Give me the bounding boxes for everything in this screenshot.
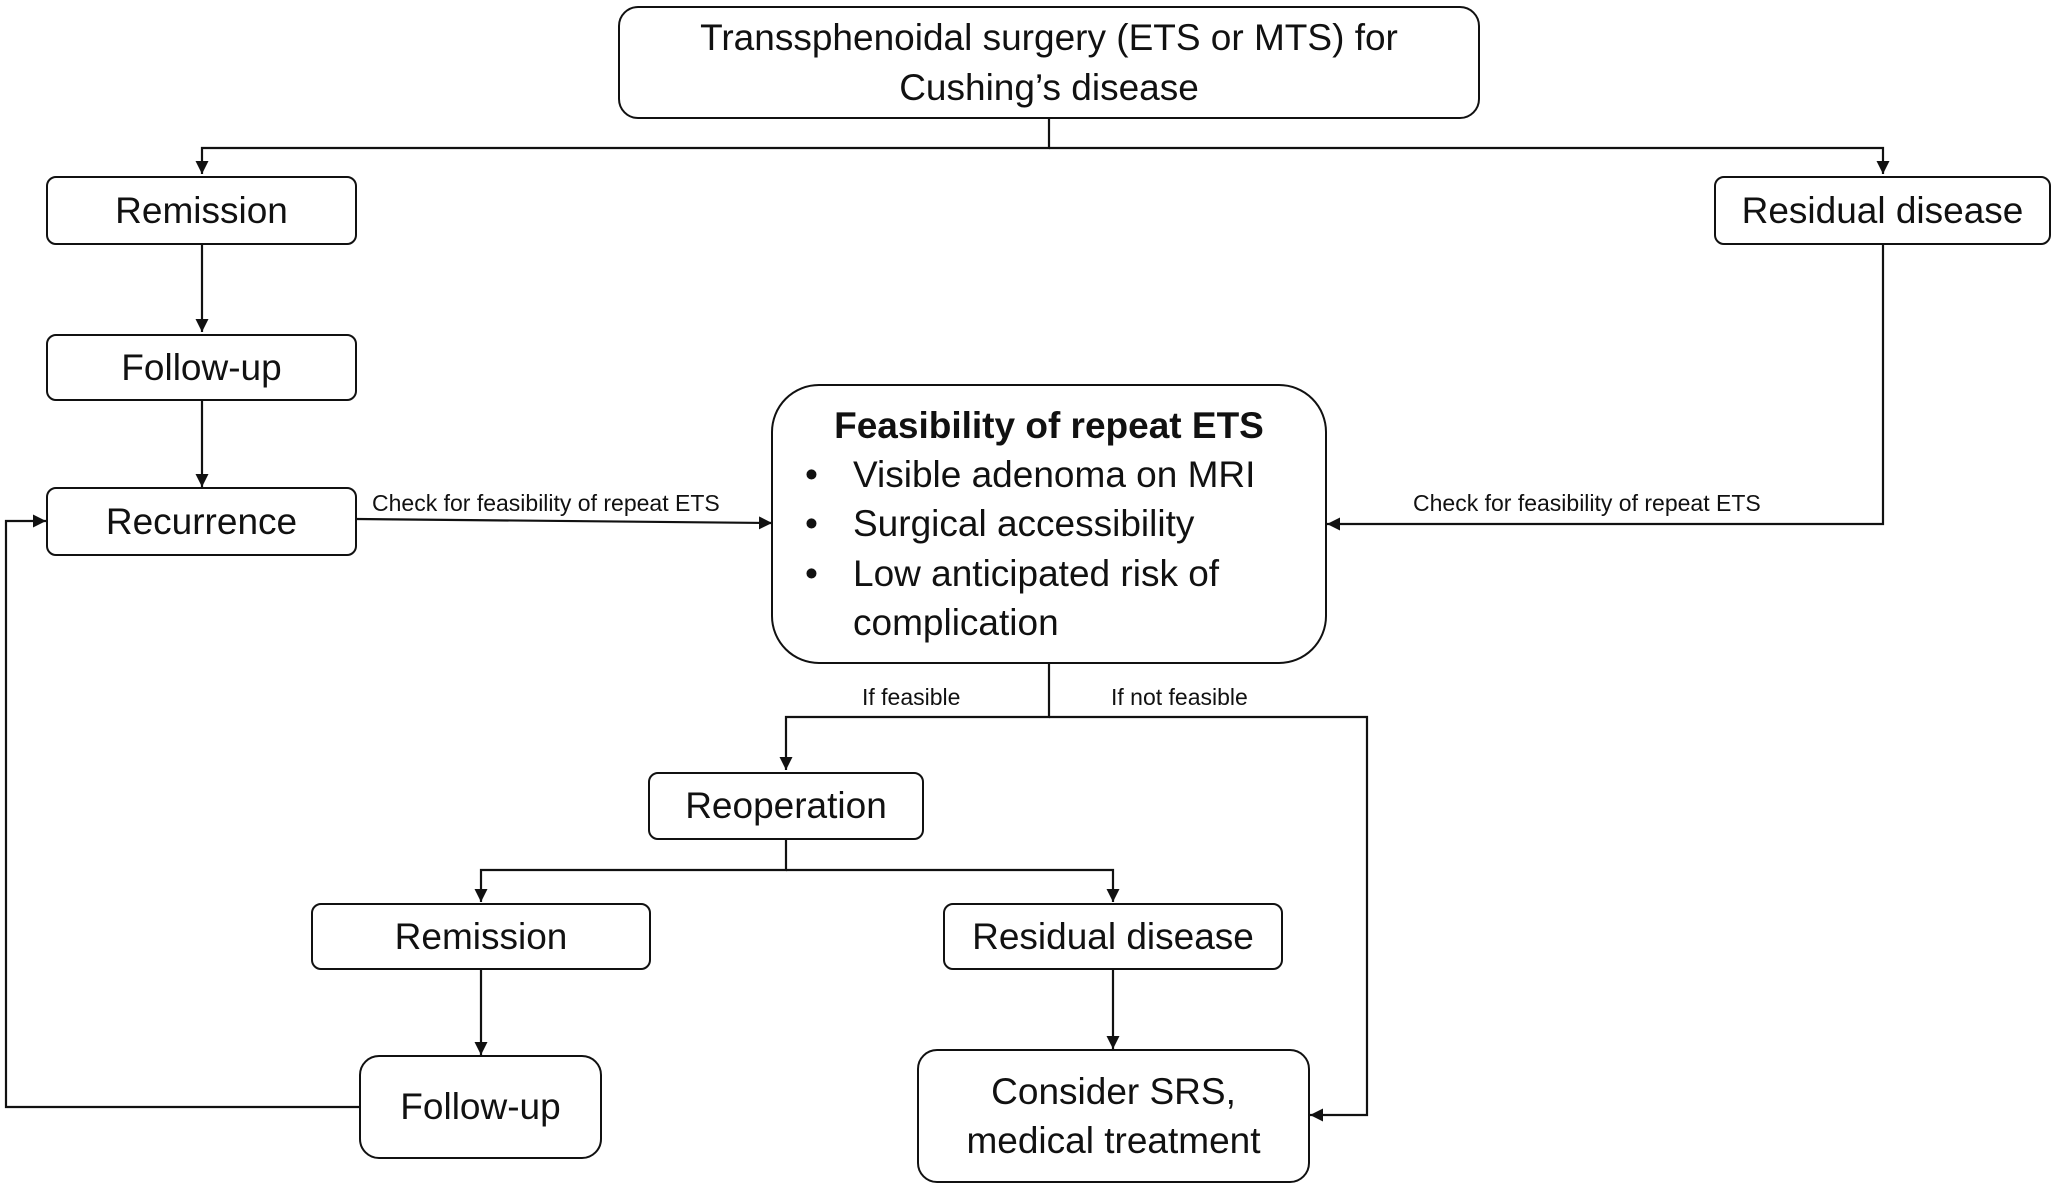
recurrence-label: Recurrence — [105, 500, 298, 542]
followup-box-bottom: Follow-up — [359, 1055, 602, 1159]
arrow-residual-to-feasibility — [1327, 245, 1885, 531]
remission-box-top: Remission — [46, 176, 357, 245]
arrow-recurrence-to-feasibility — [355, 516, 773, 530]
consider-treatment-box: Consider SRS, medical treatment — [917, 1049, 1310, 1183]
surgery-box: Transsphenoidal surgery (ETS or MTS) for… — [618, 6, 1480, 119]
criterion-item: Visible adenoma on MRI — [801, 450, 1273, 499]
edge-label-if-not-feasible: If not feasible — [1111, 684, 1248, 710]
feasibility-box: Feasibility of repeat ETS Visible adenom… — [771, 384, 1327, 664]
arrow-surgery-to-residual — [1049, 146, 1890, 174]
followup-label-top: Follow-up — [121, 346, 282, 388]
consider-treatment-label: Consider SRS, medical treatment — [966, 1070, 1261, 1161]
edge-label-if-feasible: If feasible — [862, 684, 961, 710]
arrow-surgery-to-remission — [195, 119, 1051, 174]
residual-disease-label-top: Residual disease — [1741, 189, 2024, 231]
feasibility-title: Feasibility of repeat ETS — [834, 404, 1264, 446]
reoperation-box: Reoperation — [648, 772, 924, 840]
arrow-reoperation-to-residual — [786, 868, 1120, 902]
followup-label-bottom: Follow-up — [400, 1086, 561, 1128]
criterion-item: Low anticipated risk of complication — [801, 549, 1273, 647]
residual-disease-box-top: Residual disease — [1714, 176, 2051, 245]
reoperation-label: Reoperation — [685, 785, 887, 827]
remission-box-bottom: Remission — [311, 903, 651, 970]
edge-label-check-right: Check for feasibility of repeat ETS — [1413, 490, 1761, 516]
arrow-not-feasible-to-consider — [1049, 715, 1369, 1122]
residual-disease-box-bottom: Residual disease — [943, 903, 1283, 970]
arrow-reoperation-to-remission — [474, 840, 788, 902]
recurrence-box: Recurrence — [46, 487, 357, 556]
criterion-item: Surgical accessibility — [801, 499, 1273, 548]
remission-label-top: Remission — [115, 189, 288, 231]
feasibility-criteria-list: Visible adenoma on MRI Surgical accessib… — [801, 450, 1273, 647]
remission-label-bottom: Remission — [394, 915, 568, 957]
followup-box-top: Follow-up — [46, 334, 357, 401]
surgery-label: Transsphenoidal surgery (ETS or MTS) for… — [700, 17, 1398, 108]
edge-label-check-left: Check for feasibility of repeat ETS — [372, 490, 720, 516]
arrow-feasible-to-reoperation — [779, 664, 1051, 770]
residual-disease-label-bottom: Residual disease — [972, 915, 1254, 957]
arrow-followup-back-to-recurrence — [4, 514, 359, 1109]
